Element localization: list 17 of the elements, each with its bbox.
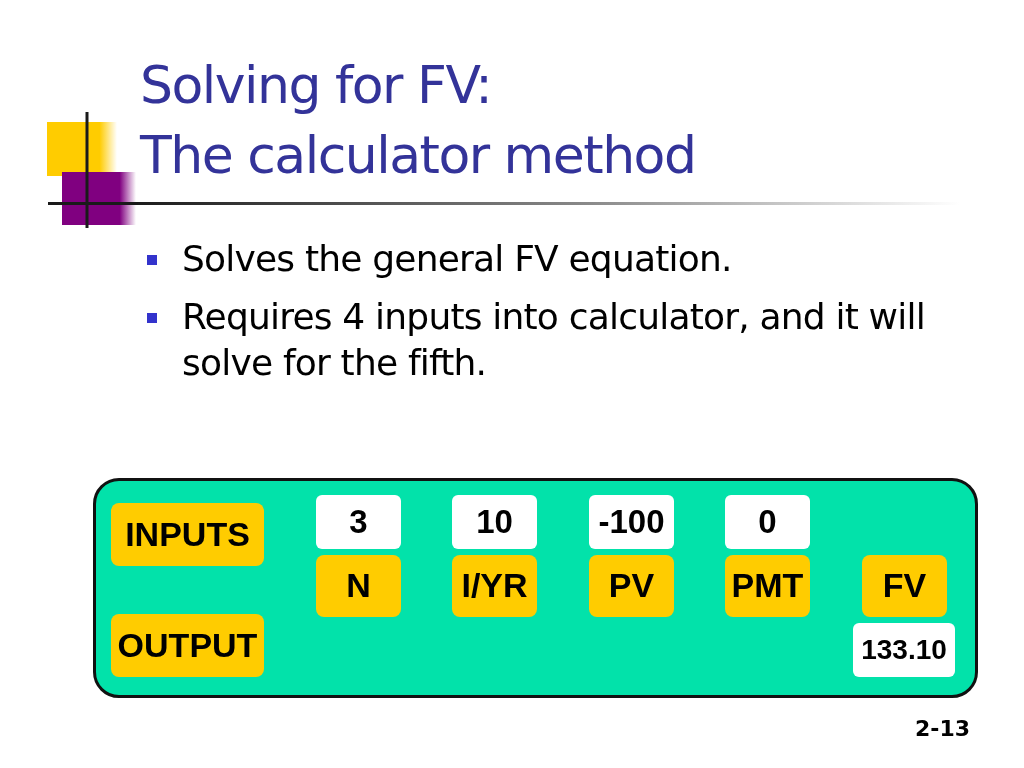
calculator-key: PMT	[725, 555, 810, 617]
bullet-text: Solves the general FV equation.	[182, 237, 732, 281]
value-display: 3	[316, 495, 401, 549]
value-display: 0	[725, 495, 810, 549]
value-display: -100	[589, 495, 674, 549]
slide-number: 2-13	[914, 715, 970, 743]
value-display: 133.10	[853, 623, 955, 677]
calculator-key: N	[316, 555, 401, 617]
calculator-panel	[93, 478, 978, 698]
slide-title: Solving for FV: The calculator method	[140, 54, 696, 187]
calculator-key: FV	[862, 555, 947, 617]
calculator-key: I/YR	[452, 555, 537, 617]
row-label: INPUTS	[111, 503, 264, 566]
calculator-key: PV	[589, 555, 674, 617]
row-label: OUTPUT	[111, 614, 264, 677]
value-display: 10	[452, 495, 537, 549]
bullet-text: Requires 4 inputs into calculator, and it will solve for the fifth.	[182, 295, 926, 385]
